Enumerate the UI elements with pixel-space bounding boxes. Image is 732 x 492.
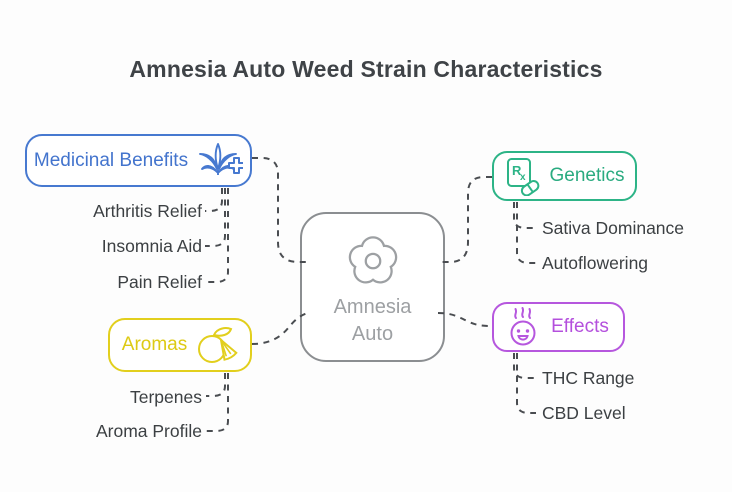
leaf-item-sativa-dominance[interactable]: Sativa Dominance bbox=[542, 218, 685, 238]
edge-thc bbox=[513, 353, 536, 379]
leaf-item-insomnia-aid[interactable]: Insomnia Aid bbox=[101, 236, 202, 256]
leaf-item-cbd-level[interactable]: CBD Level bbox=[542, 403, 626, 423]
leaf-item-arthritis-relief[interactable]: Arthritis Relief bbox=[93, 201, 202, 221]
branch-node-aromas[interactable]: Aromas bbox=[108, 318, 252, 372]
center-node-amnesia-auto[interactable]: Amnesia Auto bbox=[300, 212, 445, 362]
branch-node-medicinal-benefits[interactable]: Medicinal Benefits bbox=[25, 134, 252, 187]
branch-label: Genetics bbox=[549, 165, 625, 186]
edge-pain bbox=[205, 188, 229, 283]
branch-label: Aromas bbox=[121, 334, 188, 355]
cannabis-medical-icon bbox=[199, 142, 244, 175]
leaf-item-thc-range[interactable]: THC Range bbox=[542, 368, 635, 388]
edge-sativa bbox=[513, 202, 536, 229]
center-node-label: Amnesia Auto bbox=[333, 296, 412, 345]
edge-effects-center bbox=[437, 312, 493, 327]
flower-icon bbox=[348, 236, 397, 284]
branch-label: Medicinal Benefits bbox=[33, 149, 189, 171]
branch-node-genetics[interactable]: R x Genetics bbox=[492, 151, 637, 201]
branch-node-effects[interactable]: Effects bbox=[492, 302, 625, 352]
psychoactive-head-icon bbox=[510, 307, 536, 346]
svg-text:R: R bbox=[512, 163, 522, 178]
edge-genetics-center bbox=[438, 176, 492, 263]
edge-aroma-profile bbox=[206, 373, 229, 432]
edge-autoflowering bbox=[516, 202, 536, 264]
edge-cbd bbox=[516, 353, 536, 414]
leaf-item-aroma-profile[interactable]: Aroma Profile bbox=[95, 421, 202, 441]
edge-arthritis bbox=[205, 188, 223, 212]
citrus-icon bbox=[198, 327, 238, 363]
page-title: Amnesia Auto Weed Strain Characteristics bbox=[129, 56, 603, 82]
edge-medicinal-center bbox=[252, 157, 307, 263]
edge-insomnia bbox=[205, 188, 226, 247]
leaf-item-terpenes[interactable]: Terpenes bbox=[130, 387, 202, 407]
prescription-rx-icon: R x bbox=[506, 158, 539, 196]
edge-terpenes bbox=[206, 373, 226, 397]
leaf-item-autoflowering[interactable]: Autoflowering bbox=[542, 253, 649, 273]
svg-text:x: x bbox=[520, 172, 526, 183]
leaf-item-pain-relief[interactable]: Pain Relief bbox=[117, 272, 202, 292]
branch-label: Effects bbox=[551, 316, 609, 337]
